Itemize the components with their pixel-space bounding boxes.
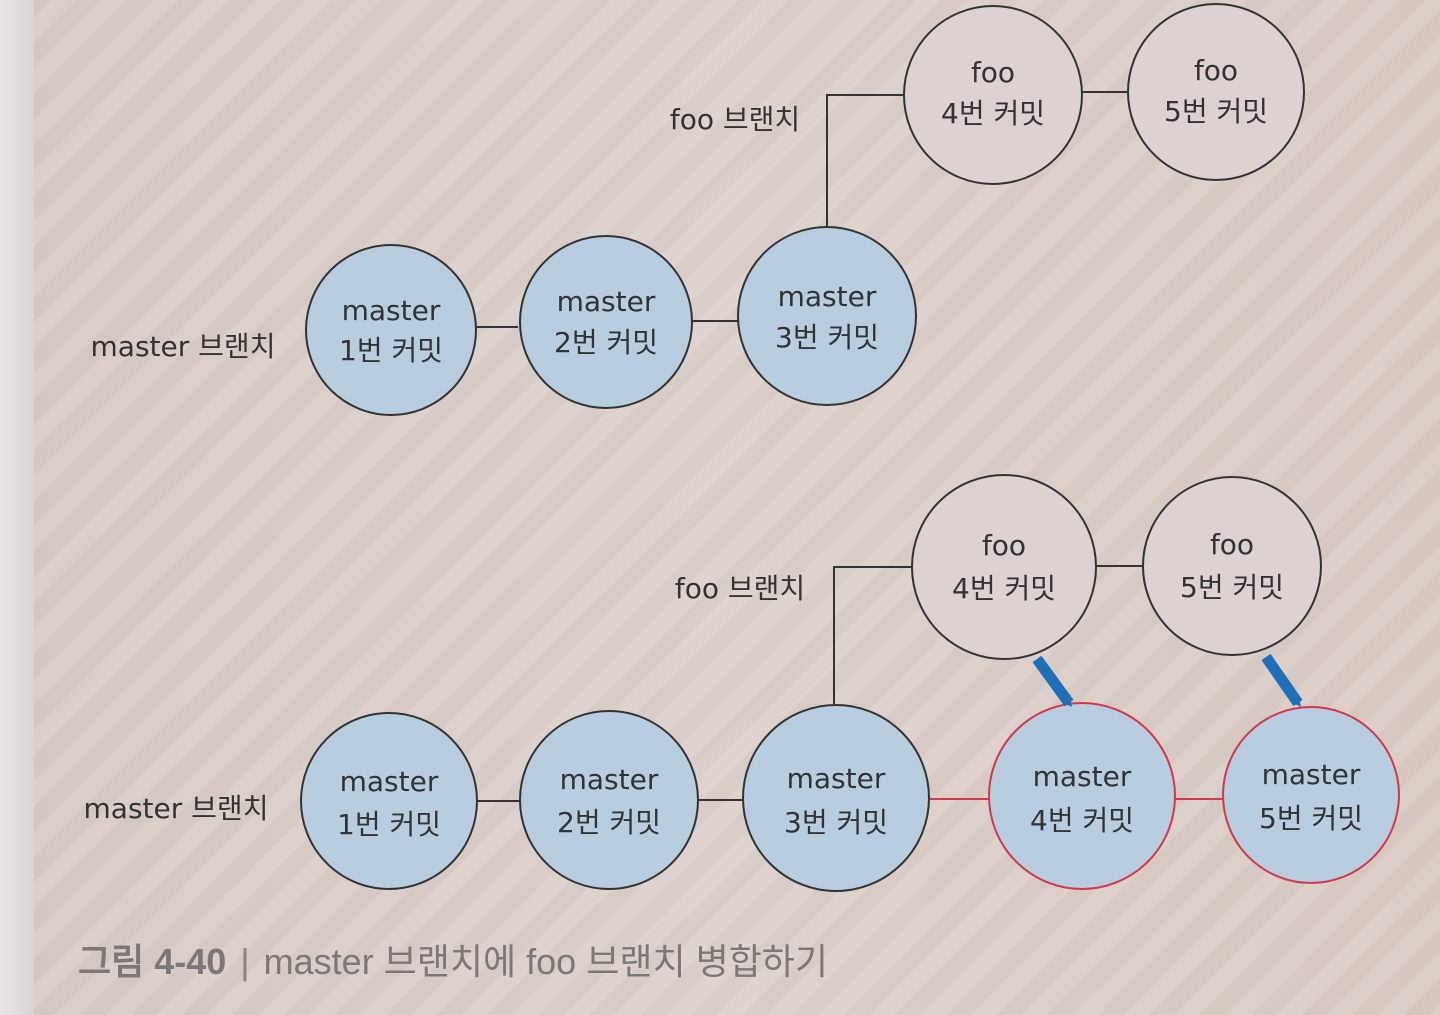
bottom-diagram: master 브랜치 foo 브랜치 master 1번 커밋 master 2… xyxy=(84,474,1400,892)
top-master-commit-2: master 2번 커밋 xyxy=(519,235,693,409)
merge-arrow-5-icon xyxy=(1261,653,1303,708)
bottom-master-commit-2-line2: 2번 커밋 xyxy=(557,806,661,839)
top-foo-branch-label: foo 브랜치 xyxy=(670,103,800,136)
merge-arrow-4-icon xyxy=(1032,655,1074,708)
bottom-foo-commit-4-line1: foo xyxy=(982,529,1026,562)
top-master-commit-2-line2: 2번 커밋 xyxy=(554,326,658,359)
bottom-foo-commit-5-line1: foo xyxy=(1210,528,1254,561)
top-master-commit-2-line1: master xyxy=(557,285,656,318)
bottom-master-commit-5-merged: master 5번 커밋 xyxy=(1222,706,1400,884)
bottom-master-commit-1: master 1번 커밋 xyxy=(300,712,478,890)
bottom-master-commit-4-line1: master xyxy=(1033,760,1132,793)
edge-top-branch xyxy=(826,94,904,228)
bottom-master-commit-2: master 2번 커밋 xyxy=(519,710,699,890)
top-master-commit-1: master 1번 커밋 xyxy=(305,244,477,416)
bottom-master-commit-2-line1: master xyxy=(560,763,659,796)
bottom-master-commit-5-line1: master xyxy=(1262,758,1361,791)
bottom-master-commit-4-line2: 4번 커밋 xyxy=(1030,804,1134,837)
top-master-branch-label: master 브랜치 xyxy=(91,330,276,363)
bottom-master-commit-3: master 3번 커밋 xyxy=(742,704,930,892)
bottom-master-branch-label: master 브랜치 xyxy=(84,792,269,825)
top-master-commit-3-line2: 3번 커밋 xyxy=(775,321,879,354)
bottom-foo-commit-5-line2: 5번 커밋 xyxy=(1180,571,1284,604)
bottom-foo-branch-label: foo 브랜치 xyxy=(675,572,805,605)
top-foo-commit-5-line2: 5번 커밋 xyxy=(1164,95,1268,128)
bottom-master-commit-1-line1: master xyxy=(340,765,439,798)
bottom-foo-commit-4-line2: 4번 커밋 xyxy=(952,572,1056,605)
bottom-master-commit-1-line2: 1번 커밋 xyxy=(337,808,441,841)
bottom-master-commit-3-line2: 3번 커밋 xyxy=(784,806,888,839)
bottom-master-commit-3-line1: master xyxy=(787,762,886,795)
caption-separator: | xyxy=(240,941,250,982)
top-master-commit-1-line1: master xyxy=(342,294,441,327)
page-edge xyxy=(0,0,34,1015)
top-master-commit-3: master 3번 커밋 xyxy=(737,226,917,406)
bottom-master-commit-4-merged: master 4번 커밋 xyxy=(988,702,1176,890)
top-foo-commit-4-line2: 4번 커밋 xyxy=(941,97,1045,130)
top-foo-commit-4: foo 4번 커밋 xyxy=(903,5,1083,185)
bottom-master-commit-5-line2: 5번 커밋 xyxy=(1259,802,1363,835)
figure-caption: 그림 4-40 | master 브랜치에 foo 브랜치 병합하기 xyxy=(78,933,828,985)
edge-bottom-branch xyxy=(833,566,912,704)
bottom-foo-commit-4: foo 4번 커밋 xyxy=(911,474,1097,660)
top-diagram: master 브랜치 foo 브랜치 master 1번 커밋 master 2… xyxy=(91,3,1305,416)
figure-caption-text: master 브랜치에 foo 브랜치 병합하기 xyxy=(263,941,829,982)
merge-arrows xyxy=(1032,653,1303,708)
top-foo-commit-4-line1: foo xyxy=(971,56,1015,89)
top-master-commit-1-line2: 1번 커밋 xyxy=(339,334,443,367)
top-foo-commit-5-line1: foo xyxy=(1194,54,1238,87)
top-master-commit-3-line1: master xyxy=(778,280,877,313)
figure-number: 그림 4-40 xyxy=(78,941,227,982)
bottom-foo-commit-5: foo 5번 커밋 xyxy=(1142,476,1322,656)
top-foo-commit-5: foo 5번 커밋 xyxy=(1127,3,1305,181)
